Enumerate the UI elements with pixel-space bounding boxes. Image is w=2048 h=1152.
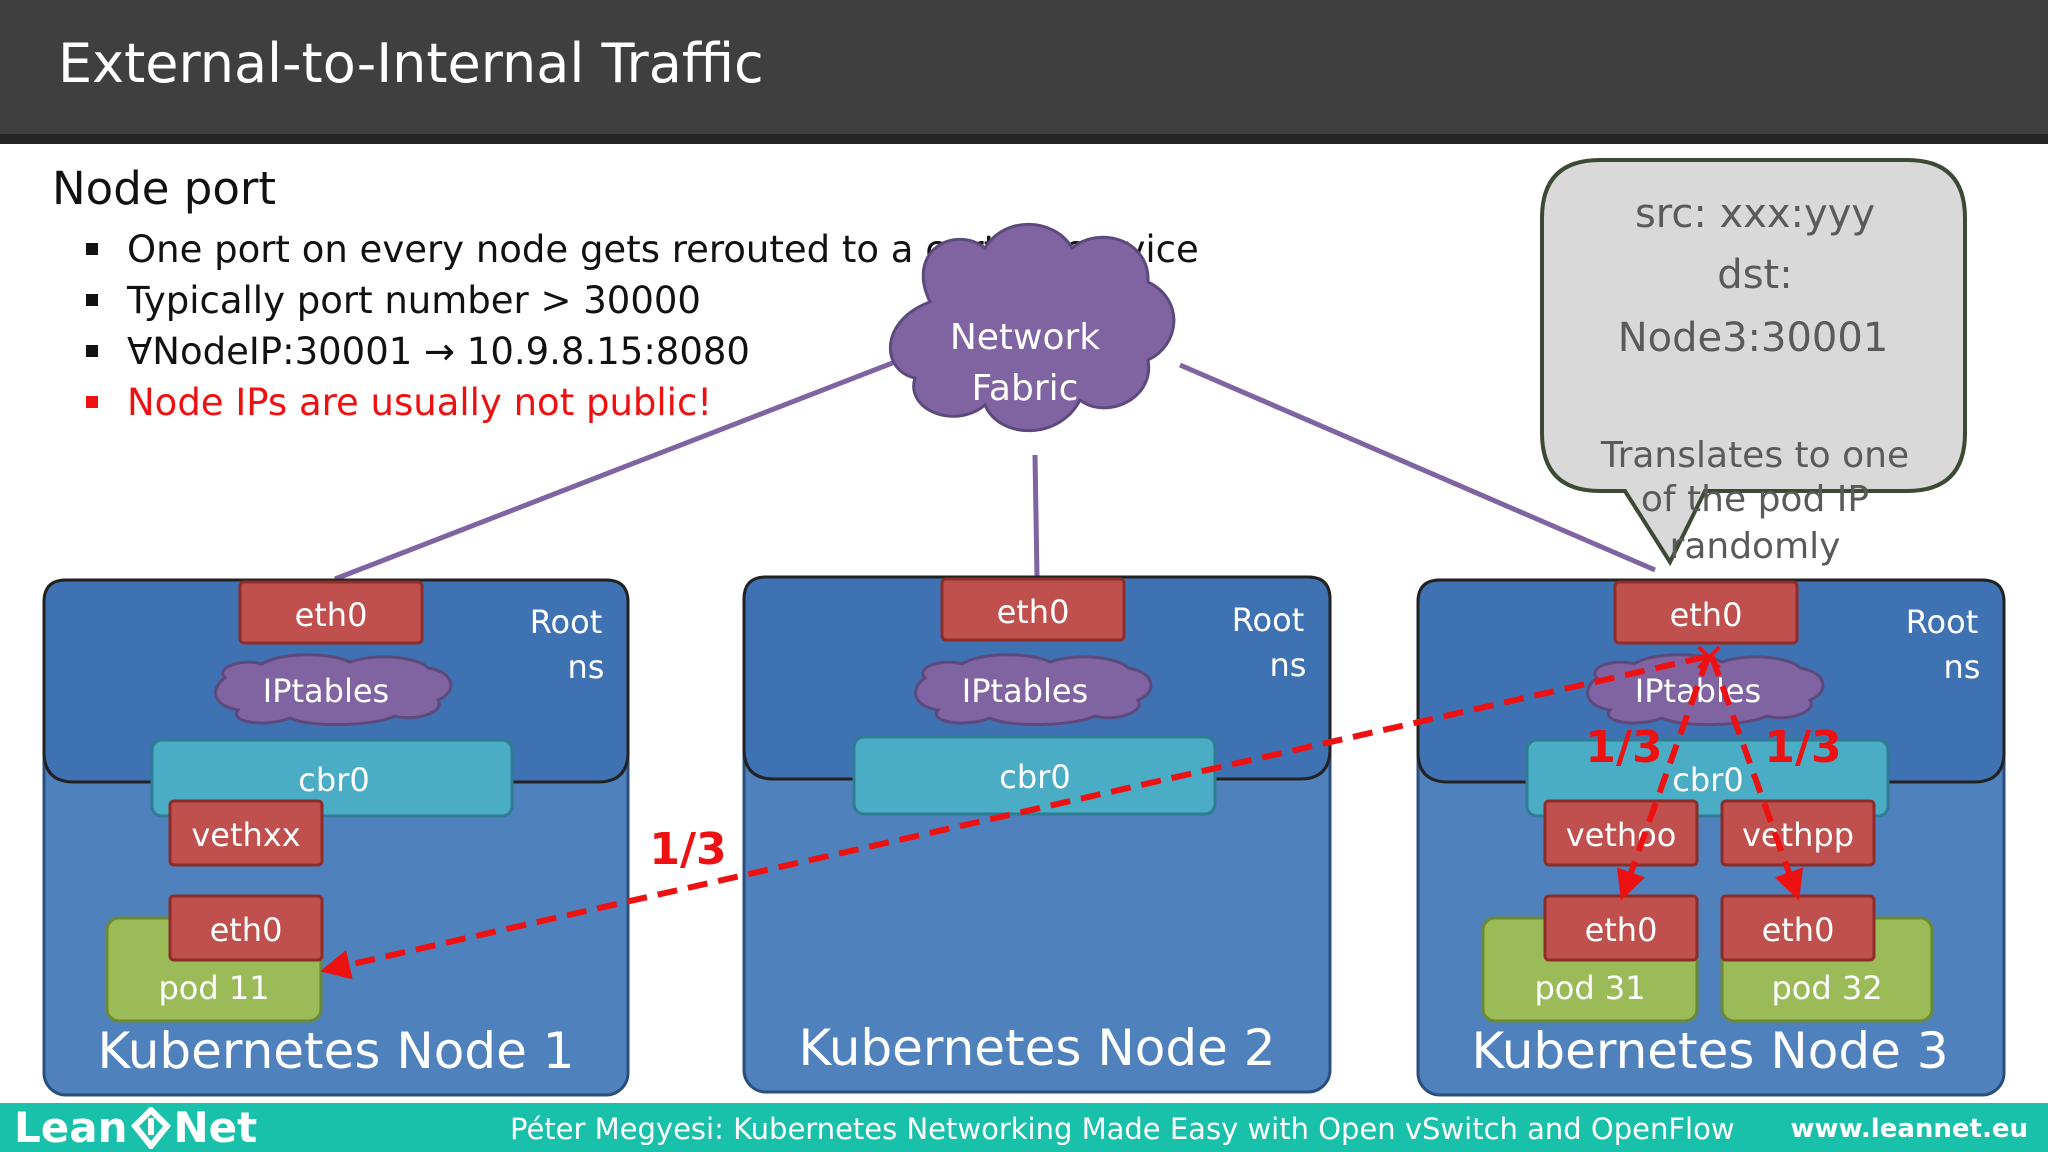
callout-bubble: src: xxx:yyy dst: Node3:30001 Translates…	[1540, 158, 1967, 567]
veth-label: vethxx	[191, 816, 300, 854]
footer-bar	[0, 1103, 2048, 1152]
logo-mark-icon	[130, 1105, 171, 1151]
footer-credit: Péter Megyesi: Kubernetes Networking Mad…	[510, 1112, 1735, 1146]
pod-label: pod 32	[1771, 969, 1882, 1007]
flow-arrow-to-pod31	[1616, 655, 1711, 901]
callout-note-line2: of the pod IP	[1641, 479, 1869, 520]
flow-fraction-pod31: 1/3	[1585, 722, 1662, 773]
node-label: Kubernetes Node 2	[798, 1019, 1275, 1077]
pod-eth0-interface	[168, 894, 324, 962]
root-ns-label: Root	[1232, 601, 1305, 639]
bullet-marker-icon	[86, 396, 98, 408]
bullet-text: Typically port number > 30000	[127, 279, 701, 322]
cbr0-label: cbr0	[1672, 761, 1743, 799]
kubernetes-node-3: eth0 Root ns IPtables cbr0 vethoo vethpp…	[1416, 578, 2006, 1097]
veth-label: vethpp	[1742, 816, 1854, 854]
pod-eth0-label: eth0	[1585, 911, 1658, 949]
callout-note-line1: Translates to one	[1600, 435, 1909, 476]
slide-title: External-to-Internal Traffic	[58, 32, 764, 95]
flow-source-icon: ✕	[1692, 636, 1726, 682]
fabric-links	[334, 359, 1656, 582]
bullet-marker-icon	[86, 294, 98, 306]
traffic-flows: ✕ 1/3 1/3 1/3	[320, 636, 1842, 980]
bullet-marker-icon	[86, 243, 98, 255]
root-ns-label: Root	[530, 603, 603, 641]
node-label: Kubernetes Node 1	[97, 1022, 574, 1080]
cbr0-label: cbr0	[298, 761, 369, 799]
pod-label: pod 31	[1534, 969, 1645, 1007]
node-label: Kubernetes Node 3	[1471, 1022, 1948, 1080]
bullet-item: Typically port number > 30000	[84, 275, 1199, 326]
flow-arrow-to-pod11	[320, 654, 1706, 980]
cloud-label-line2: Fabric	[972, 368, 1079, 409]
cbr0-bridge	[1525, 738, 1890, 818]
veth-interface	[1543, 799, 1699, 867]
eth0-interface	[940, 577, 1126, 642]
title-bar-divider	[0, 134, 2048, 144]
callout-dst-value: Node3:30001	[1618, 315, 1889, 361]
eth0-interface	[1613, 580, 1799, 645]
eth0-label: eth0	[1670, 596, 1743, 634]
root-ns-label: Root	[1906, 603, 1979, 641]
root-ns-label-2: ns	[1944, 648, 1981, 686]
link-node2	[1032, 454, 1040, 578]
iptables-cloud	[914, 653, 1153, 727]
link-node1	[334, 359, 896, 582]
slide-subtitle: Node port	[52, 162, 276, 215]
bullet-item-warning: Node IPs are usually not public!	[84, 377, 1199, 428]
iptables-cloud	[1586, 653, 1825, 727]
title-bar	[0, 0, 2048, 134]
callout-shape	[1540, 158, 1967, 567]
cloud-label-line1: Network	[950, 317, 1100, 358]
logo-text-left: Lean	[14, 1103, 128, 1152]
eth0-label: eth0	[997, 593, 1070, 631]
pod-label: pod 11	[158, 969, 269, 1007]
link-node3	[1179, 362, 1656, 573]
leannet-logo: Lean Net	[14, 1105, 257, 1151]
iptables-label: IPtables	[263, 672, 389, 710]
footer-site-link[interactable]: www.leannet.eu	[1790, 1114, 2028, 1144]
cbr0-bridge	[150, 738, 514, 818]
bullet-text: Node IPs are usually not public!	[127, 381, 713, 424]
cloud-shape	[889, 222, 1176, 433]
bullet-item: ∀NodeIP:30001 → 10.9.8.15:8080	[84, 326, 1199, 377]
bullet-marker-icon	[86, 345, 98, 357]
cbr0-bridge	[852, 735, 1217, 816]
eth0-label: eth0	[295, 596, 368, 634]
logo-text-right: Net	[173, 1103, 258, 1152]
bullet-text: ∀NodeIP:30001 → 10.9.8.15:8080	[127, 330, 750, 373]
flow-fraction-pod32: 1/3	[1764, 722, 1841, 773]
root-ns-label-2: ns	[568, 648, 605, 686]
flow-fraction-pod11: 1/3	[649, 824, 726, 875]
eth0-interface	[238, 580, 424, 645]
pod-eth0-label: eth0	[1762, 911, 1835, 949]
veth-interface	[1720, 799, 1876, 867]
iptables-cloud	[214, 653, 453, 727]
kubernetes-node-1: eth0 Root ns IPtables cbr0 vethxx eth0 p…	[42, 578, 630, 1097]
flow-arrow-to-pod32	[1709, 655, 1804, 901]
iptables-label: IPtables	[962, 672, 1088, 710]
callout-dst: dst:	[1717, 252, 1792, 298]
kubernetes-node-2: eth0 Root ns IPtables cbr0 Kubernetes No…	[742, 575, 1332, 1094]
veth-interface	[168, 799, 324, 867]
callout-note-line3: randomly	[1670, 526, 1841, 567]
pod-eth0-label: eth0	[210, 911, 283, 949]
callout-src: src: xxx:yyy	[1635, 191, 1875, 237]
network-fabric-cloud: Network Fabric	[889, 222, 1176, 433]
veth-label: vethoo	[1566, 816, 1677, 854]
root-ns-label-2: ns	[1270, 646, 1307, 684]
cbr0-label: cbr0	[999, 758, 1070, 796]
